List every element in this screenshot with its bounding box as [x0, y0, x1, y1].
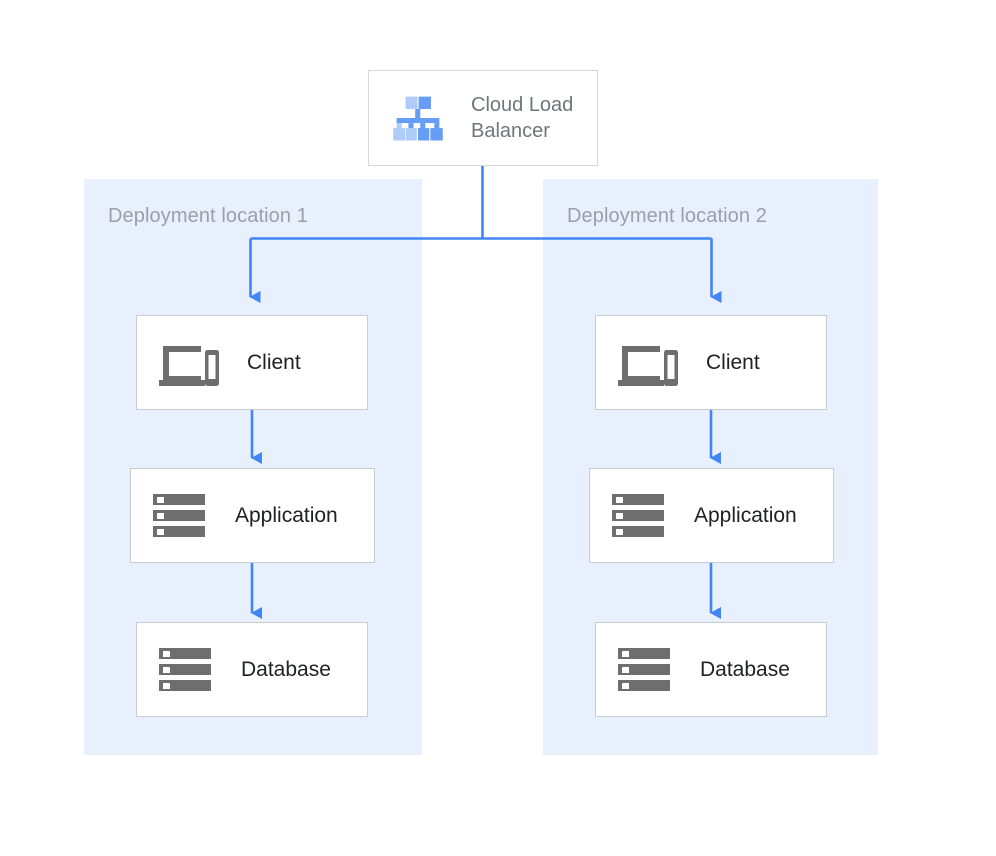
deployment-zone-2-label: Deployment location 2	[567, 205, 767, 227]
node-database-1-label: Database	[241, 657, 331, 681]
devices-icon	[618, 340, 678, 386]
devices-icon	[159, 340, 219, 386]
node-application-2-label: Application	[694, 503, 797, 527]
node-client-1[interactable]: Client	[136, 315, 368, 410]
node-client-1-label: Client	[247, 350, 301, 374]
node-database-1[interactable]: Database	[136, 622, 368, 717]
deployment-zone-1-label: Deployment location 1	[108, 205, 308, 227]
node-application-1-label: Application	[235, 503, 338, 527]
server-rack-icon	[618, 646, 674, 694]
server-rack-icon	[153, 492, 209, 540]
server-rack-icon	[159, 646, 215, 694]
node-application-2[interactable]: Application	[589, 468, 834, 563]
node-load-balancer-label: Cloud Load Balancer	[471, 94, 574, 142]
server-rack-icon	[612, 492, 668, 540]
node-client-2[interactable]: Client	[595, 315, 827, 410]
node-database-2[interactable]: Database	[595, 622, 827, 717]
load-balancer-icon	[391, 91, 445, 145]
node-application-1[interactable]: Application	[130, 468, 375, 563]
node-database-2-label: Database	[700, 657, 790, 681]
node-load-balancer[interactable]: Cloud Load Balancer	[368, 70, 598, 166]
node-client-2-label: Client	[706, 350, 760, 374]
